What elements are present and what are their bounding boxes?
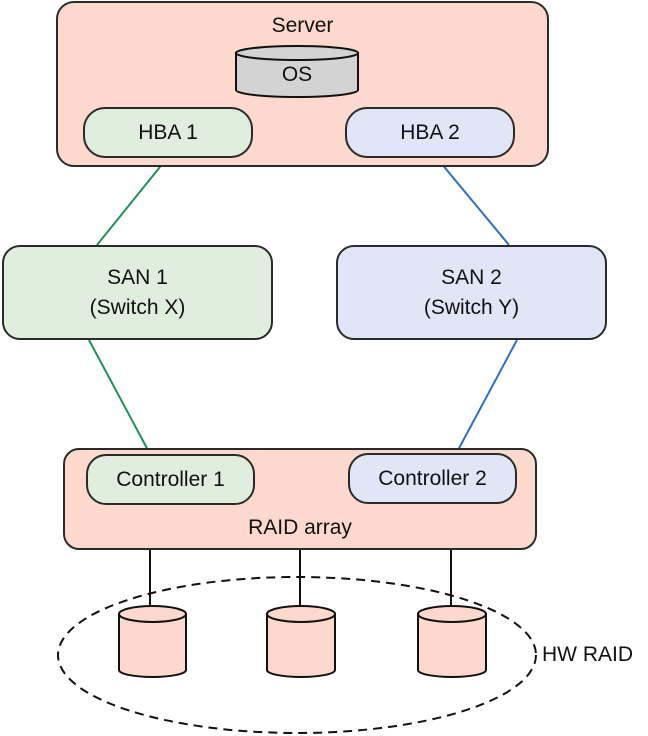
link-san2-controller2 [456,339,518,453]
san2-name: SAN 2 [441,265,502,289]
san1-switch: (Switch X) [89,295,186,319]
san1-name: SAN 1 [107,265,168,289]
san1-box: SAN 1 (Switch X) [2,245,273,340]
link-san1-controller1 [88,339,150,453]
disk-icon [118,605,187,678]
server-label: Server [271,14,334,37]
disk-icon [266,605,336,678]
san2-box: SAN 2 (Switch Y) [336,245,607,340]
os-label: OS [281,63,313,86]
san2-switch: (Switch Y) [423,295,520,319]
raid-array-label: RAID array [248,516,352,539]
hba2-box: HBA 2 [345,107,515,158]
controller1-box: Controller 1 [86,454,255,505]
controller1-label: Controller 1 [116,467,225,491]
hba1-box: HBA 1 [83,107,253,158]
hw-raid-group-outline [57,576,537,734]
hw-raid-label: HW RAID [542,643,633,666]
hba1-label: HBA 1 [138,120,198,144]
link-hba1-san1 [96,156,169,246]
disk-icon [417,605,487,678]
controller2-label: Controller 2 [378,466,487,490]
link-hba2-san2 [435,156,510,246]
controller2-box: Controller 2 [348,453,517,504]
hba2-label: HBA 2 [400,120,460,144]
